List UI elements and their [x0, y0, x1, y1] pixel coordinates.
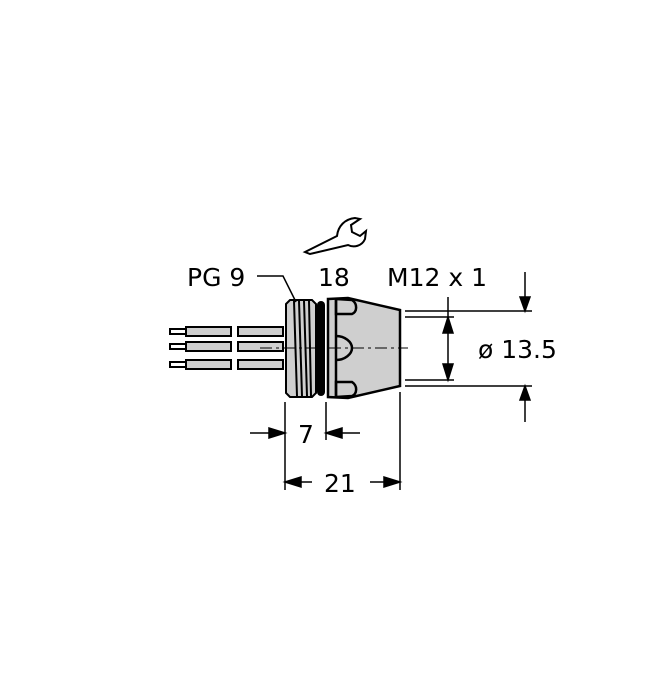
- length-dimensions: [250, 392, 403, 490]
- wires: [169, 326, 284, 370]
- pg9-label: PG 9: [187, 263, 245, 292]
- metric-thread-label: M12 x 1: [387, 263, 487, 292]
- total-length-label: 21: [324, 469, 356, 498]
- wrench-size-label: 18: [318, 263, 350, 292]
- wrench-icon: [302, 216, 368, 256]
- diameter-label: ø 13.5: [478, 335, 557, 364]
- nut-length-label: 7: [298, 420, 314, 449]
- o-ring: [317, 301, 325, 396]
- diameter-dimension: [405, 272, 532, 422]
